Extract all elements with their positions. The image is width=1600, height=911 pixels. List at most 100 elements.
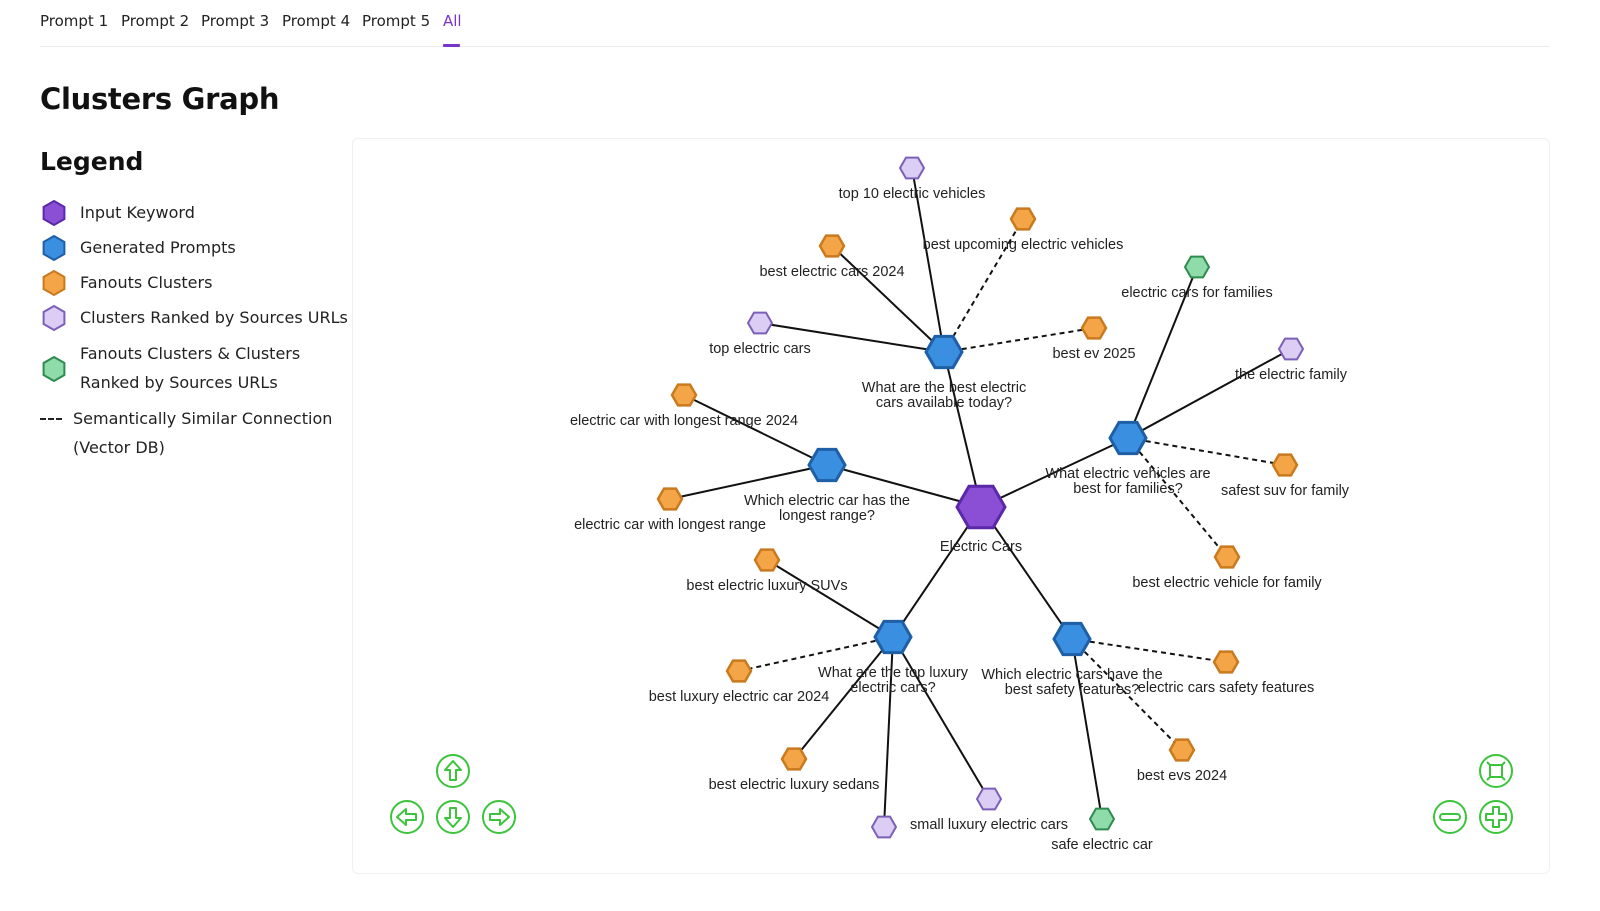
both-node[interactable]: safe electric car — [1051, 807, 1153, 853]
hexagon-icon — [42, 355, 66, 383]
legend-label: Input Keyword — [80, 203, 195, 222]
graph-edges — [669, 167, 1292, 828]
legend-item-semantic-connection: Semantically Similar Connection (Vector … — [40, 404, 332, 462]
fanout-node[interactable]: best electric luxury SUVs — [686, 548, 848, 594]
fanout-node[interactable]: electric car with longest range 2024 — [570, 383, 798, 429]
fanout-node[interactable]: best evs 2024 — [1137, 738, 1227, 784]
tab-prompt-3[interactable]: Prompt 3 — [201, 12, 270, 30]
hexagon-icon — [1213, 545, 1241, 569]
hexagon-icon — [42, 234, 66, 262]
hexagon-icon — [1277, 337, 1305, 361]
legend-label: Semantically Similar Connection (Vector … — [73, 409, 333, 457]
active-tab-indicator — [443, 44, 460, 47]
tab-all[interactable]: All — [443, 12, 462, 30]
tab-prompt-4[interactable]: Prompt 4 — [282, 12, 351, 30]
node-label: electric car with longest range — [574, 517, 766, 533]
legend-item-generated-prompts: Generated Prompts — [40, 233, 236, 262]
graph-edge — [766, 559, 894, 638]
fanout-node[interactable]: best electric vehicle for family — [1132, 545, 1322, 591]
semantic-edge — [943, 218, 1024, 353]
fanout-node[interactable]: best electric luxury sedans — [709, 747, 880, 793]
fit-view-button[interactable] — [1478, 753, 1514, 789]
hexagon-icon — [670, 383, 698, 407]
hexagon-icon — [753, 548, 781, 572]
pan-right-button[interactable] — [481, 799, 517, 835]
ranked-node[interactable]: the electric family — [1235, 337, 1348, 383]
node-label: best electric cars 2024 — [759, 264, 904, 280]
pan-up-button[interactable] — [435, 753, 471, 789]
zoom-out-button[interactable] — [1432, 799, 1468, 835]
hexagon-icon — [746, 311, 774, 335]
graph-edge — [683, 394, 828, 466]
hexagon-icon — [807, 447, 847, 483]
fanout-node[interactable]: safest suv for family — [1221, 453, 1350, 499]
fanout-node[interactable]: electric cars safety features — [1138, 650, 1315, 696]
legend-label: Generated Prompts — [80, 238, 236, 257]
tab-prompt-2[interactable]: Prompt 2 — [121, 12, 190, 30]
hexagon-icon — [42, 199, 66, 227]
hexagon-icon — [725, 659, 753, 683]
graph-edge — [759, 322, 945, 353]
legend-item-fanouts-and-ranked: Fanouts Clusters & Clusters Ranked by So… — [40, 339, 300, 397]
tab-prompt-5[interactable]: Prompt 5 — [362, 12, 431, 30]
node-label: electric car with longest range 2024 — [570, 413, 798, 429]
zoom-in-icon — [1479, 800, 1513, 834]
arrow-right-icon — [482, 800, 516, 834]
arrow-down-icon — [436, 800, 470, 834]
hexagon-icon — [898, 156, 926, 180]
zoom-out-icon — [1433, 800, 1467, 834]
node-label: safest suv for family — [1221, 483, 1350, 499]
legend-title: Legend — [40, 147, 144, 176]
ranked-node[interactable]: small luxury electric cars — [910, 787, 1068, 833]
fanout-node[interactable]: best upcoming electric vehicles — [923, 207, 1124, 253]
graph-edge — [980, 437, 1129, 508]
ranked-node[interactable]: top electric cars — [709, 311, 811, 357]
pan-left-button[interactable] — [389, 799, 425, 835]
both-node[interactable]: electric cars for families — [1121, 255, 1273, 301]
hexagon-icon — [42, 269, 66, 297]
zoom-in-button[interactable] — [1478, 799, 1514, 835]
keyword-node[interactable]: Electric Cars — [940, 484, 1022, 555]
arrow-left-icon — [390, 800, 424, 834]
node-label: electric cars safety features — [1138, 680, 1315, 696]
hexagon-icon — [1168, 738, 1196, 762]
fanout-node[interactable]: best luxury electric car 2024 — [649, 659, 830, 705]
fanout-node[interactable]: electric car with longest range — [574, 487, 766, 533]
node-label: Electric Cars — [940, 539, 1022, 555]
node-label: best electric vehicle for family — [1132, 575, 1322, 591]
fanout-node[interactable]: best ev 2025 — [1052, 316, 1136, 362]
node-label: top electric cars — [709, 341, 811, 357]
legend-label: Fanouts Clusters & Clusters Ranked by So… — [80, 344, 301, 392]
legend-item-input-keyword: Input Keyword — [40, 198, 195, 227]
tab-prompt-1[interactable]: Prompt 1 — [40, 12, 109, 30]
fanout-node[interactable]: best electric cars 2024 — [759, 234, 905, 280]
hexagon-icon — [870, 815, 898, 839]
legend-item-clusters-ranked: Clusters Ranked by Sources URLs — [40, 303, 348, 332]
hexagon-icon — [955, 484, 1007, 530]
graph-edge — [669, 464, 828, 500]
hexagon-icon — [1108, 420, 1148, 456]
ranked-node[interactable] — [870, 815, 898, 839]
node-label: safe electric car — [1051, 837, 1153, 853]
hexagon-icon — [780, 747, 808, 771]
dashed-line-icon — [40, 418, 62, 420]
ranked-node[interactable]: top 10 electric vehicles — [839, 156, 986, 202]
hexagon-icon — [656, 487, 684, 511]
graph-edge — [831, 245, 945, 353]
pan-down-button[interactable] — [435, 799, 471, 835]
graph-edge — [883, 636, 894, 828]
legend-label: Fanouts Clusters — [80, 273, 213, 292]
hexagon-icon — [1080, 316, 1108, 340]
semantic-edge — [943, 327, 1095, 353]
